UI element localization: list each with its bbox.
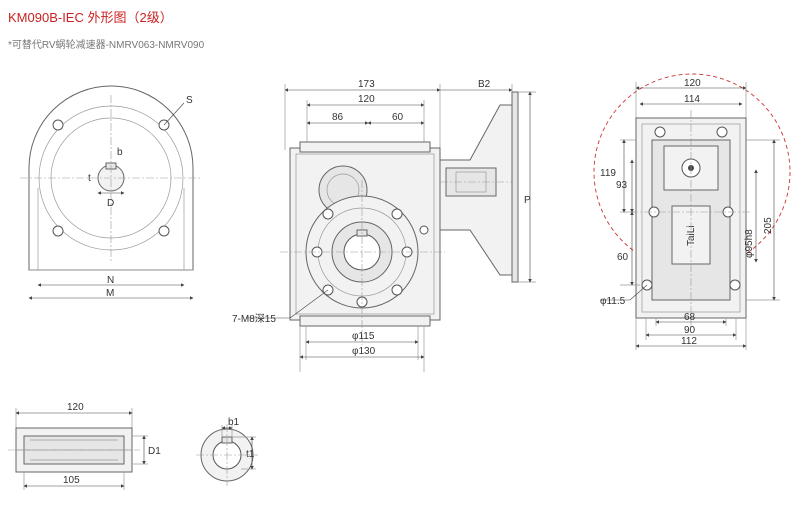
note-7-m8: 7-M8深15 [232,313,276,325]
brand-label: TaiLi [686,225,697,246]
dim-p: P [524,195,531,206]
adapter-flange-face [511,91,519,283]
keyway-view: b1 t1 [196,417,258,486]
flange-circle-dashed [593,73,791,271]
dim-phi11: φ11.5 [600,296,626,307]
dim-120: 120 [358,94,375,105]
bolt-hole-3 [52,225,64,237]
label-s: S [186,95,193,106]
bolt-hole-4 [158,225,170,237]
dim-68: 68 [684,312,696,323]
dim-86: 86 [332,112,344,123]
housing-top-rib [299,141,431,153]
flange-outline [28,85,194,271]
dim-phi95: φ95h8 [744,229,755,258]
bolt-hole-1 [52,119,64,131]
shaft-view: 120 D1 105 [8,402,161,490]
dim-60-side: 60 [617,252,629,263]
side-view: 173 B2 120 86 60 [232,79,536,372]
dim-120-shaft: 120 [67,402,84,413]
label-b: b [117,147,123,158]
drawing-title: KM090B-IEC 外形图（2级） [8,10,173,25]
dim-120-top: 120 [684,78,701,89]
dim-90: 90 [684,325,696,336]
dim-b1: b1 [228,417,240,428]
dim-93: 93 [616,180,628,191]
label-m: M [106,288,114,299]
dim-105: 105 [63,475,80,486]
front-flange-view: S b t D N M [20,85,202,300]
dim-60: 60 [392,112,404,123]
label-n: N [107,275,114,286]
dim-t1: t1 [246,449,255,460]
label-d: D [107,198,114,209]
drawing-subtitle: *可替代RV蜗轮减速器-NMRV063-NMRV090 [8,40,205,51]
housing-bottom-rib [299,315,431,327]
dim-205: 205 [763,217,774,234]
dim-112: 112 [681,336,697,347]
label-t: t [88,173,91,184]
dim-phi115: φ115 [352,331,375,342]
dim-119: 119 [600,168,616,179]
dim-d1: D1 [148,446,161,457]
bottom-view: 120 114 TaiLi 119 93 60 φ95h8 [593,73,791,350]
dim-phi130: φ130 [352,346,376,357]
dim-114: 114 [684,94,700,105]
dim-b2: B2 [478,79,491,90]
dim-173: 173 [358,79,375,90]
